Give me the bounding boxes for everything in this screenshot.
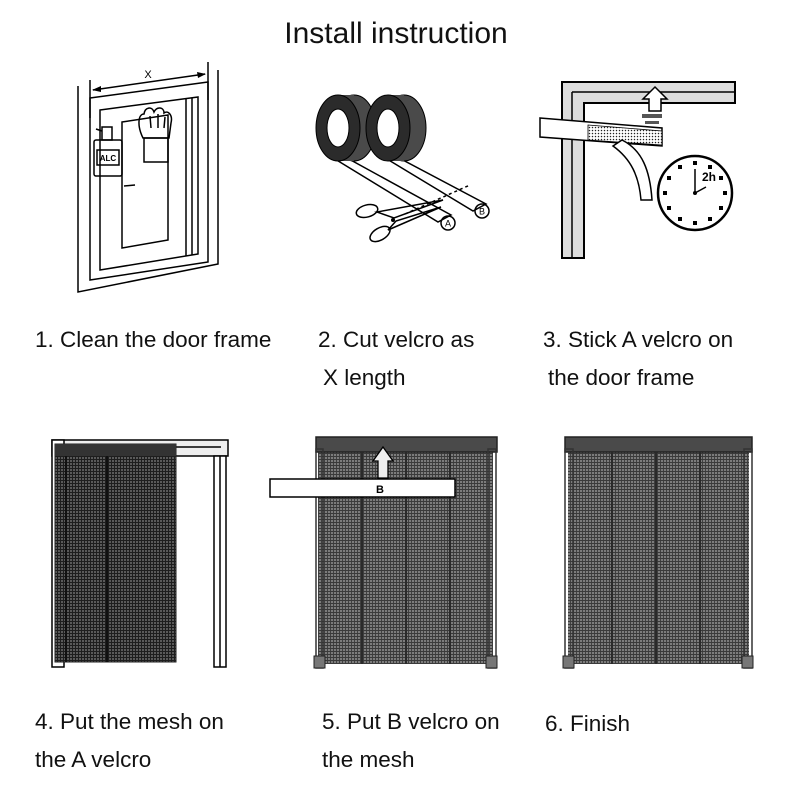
label-b-text: B xyxy=(479,207,485,217)
door-frame-outer xyxy=(89,81,209,281)
scissors-pivot xyxy=(391,218,395,222)
scissors-blade-top xyxy=(374,199,444,219)
door-jamb-lines xyxy=(185,98,193,256)
gloved-hand-icon xyxy=(138,107,173,139)
frame-top-bar xyxy=(564,436,753,453)
clock-center xyxy=(693,191,697,195)
step-6-caption: 6. Finish xyxy=(545,705,630,743)
scissors-handle-bottom xyxy=(369,225,391,243)
dimension-arrow-left xyxy=(92,86,101,92)
frame-foot-right xyxy=(485,655,498,669)
mesh-seams xyxy=(611,452,701,664)
frame-foot-left xyxy=(313,655,326,669)
dimension-line xyxy=(92,73,206,91)
step-3-caption-line-1: 3. Stick A velcro on xyxy=(543,327,734,352)
dimension-arrow-right xyxy=(197,72,206,78)
step-3-illustration: 2h xyxy=(539,81,736,259)
step-2-caption-line-1: 2. Cut velcro as xyxy=(318,327,475,352)
cure-time-label: 2h xyxy=(702,170,716,184)
frame-foot-left xyxy=(562,655,575,669)
velcro-strip-a xyxy=(329,155,453,223)
clock-hands xyxy=(694,169,707,194)
frame-foot-right xyxy=(741,655,754,669)
step-3-caption-line-2: the door frame xyxy=(548,365,695,390)
tape-roll-1-hole xyxy=(326,108,350,148)
step-4-caption-line-2: the A velcro xyxy=(35,747,152,772)
step-4-caption-line-1: 4. Put the mesh on xyxy=(35,709,224,734)
page-title: Install instruction xyxy=(284,17,508,50)
release-liner-peel xyxy=(611,139,653,201)
label-a-circle xyxy=(440,215,456,231)
step-4-illustration xyxy=(51,439,229,668)
step-6-caption-line-1: 6. Finish xyxy=(545,711,631,736)
step-1-caption: 1. Clean the door frame xyxy=(35,321,271,359)
door-opening xyxy=(99,96,199,271)
label-b-circle xyxy=(474,203,490,219)
velcro-b-label: B xyxy=(376,484,384,496)
step-5-caption-line-1: 5. Put B velcro on xyxy=(322,709,500,734)
door-handle xyxy=(123,184,136,187)
step-6-illustration xyxy=(562,436,754,669)
bottle-label xyxy=(96,149,120,166)
alcohol-bottle xyxy=(93,139,123,177)
mesh-seams xyxy=(65,456,108,662)
step-1-caption-line-1: 1. Clean the door frame xyxy=(35,327,272,352)
tape-roll-2-hole xyxy=(376,108,400,148)
step-2-caption-line-2: X length xyxy=(323,365,406,390)
press-up-arrow-icon xyxy=(371,445,395,479)
step-5-caption-line-2: the mesh xyxy=(322,747,415,772)
velcro-b-strip xyxy=(269,478,456,498)
mesh-panel xyxy=(568,449,749,664)
dimension-label: X xyxy=(144,69,152,81)
scissors-handle-top xyxy=(355,203,379,219)
step-5-caption: 5. Put B velcro on the mesh xyxy=(322,703,500,779)
label-a-text: A xyxy=(445,219,451,229)
glove-cuff xyxy=(143,137,169,163)
bottle-cap xyxy=(101,126,113,141)
step-4-caption: 4. Put the mesh on the A velcro xyxy=(35,703,224,779)
velcro-piece-1 xyxy=(642,114,662,118)
mesh-panel xyxy=(54,443,177,663)
bottle-nozzle xyxy=(95,128,103,132)
velcro-a-hooks xyxy=(587,124,663,146)
step-5-illustration: B xyxy=(269,436,498,669)
wall-outline xyxy=(77,70,219,293)
door-frame-corner xyxy=(561,81,736,259)
step-1-illustration: X ALC xyxy=(77,62,219,293)
mesh-header-band xyxy=(55,444,176,456)
step-3-caption: 3. Stick A velcro on the door frame xyxy=(543,321,733,397)
door-leaf xyxy=(121,114,169,249)
step-2-caption: 2. Cut velcro as X length xyxy=(318,321,474,397)
press-up-arrow-icon xyxy=(641,85,669,112)
glove-finger-lines xyxy=(149,114,166,129)
bottle-label-text: ALC xyxy=(100,154,117,163)
velcro-piece-2 xyxy=(645,121,659,124)
step-2-illustration: A B xyxy=(315,94,490,243)
scissors-blade-bottom xyxy=(387,206,442,231)
frame-top-bar xyxy=(315,436,498,453)
